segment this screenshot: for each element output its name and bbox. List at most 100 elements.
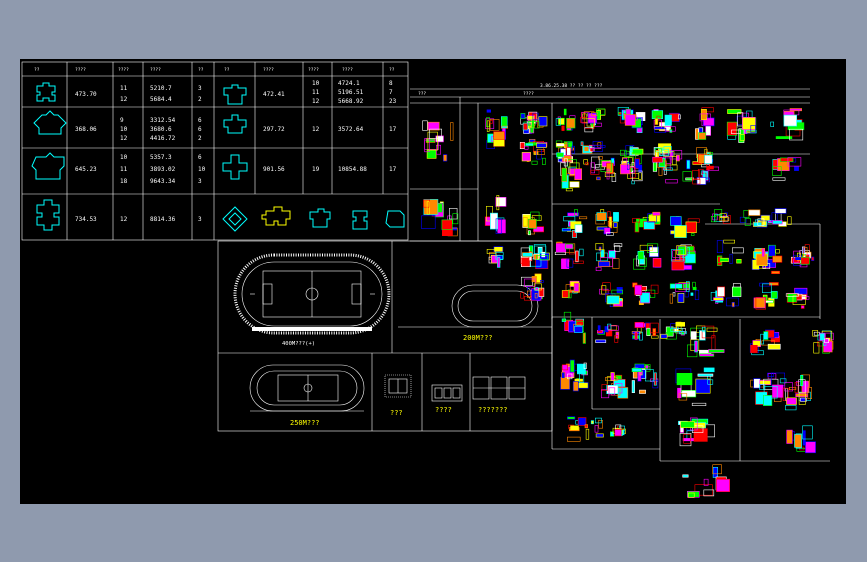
building-plan-icon — [352, 210, 368, 230]
plan-thumbnail-mark — [774, 208, 787, 214]
plan-thumbnail-mark — [787, 157, 802, 167]
plan-thumbnail-mark — [731, 247, 744, 254]
index-tag: ???? — [523, 91, 534, 97]
plan-thumbnail-mark — [583, 362, 587, 369]
plan-thumbnail-mark — [647, 213, 657, 223]
plan-thumbnail-mark — [580, 141, 584, 146]
plan-thumbnail-mark — [784, 382, 793, 392]
row1-floors-right: 11 — [312, 89, 320, 96]
cad-canvas[interactable]: ?? ???? ???? ???? ?? ?? ???? ???? ???? ?… — [20, 59, 846, 504]
col-header-8: ???? — [308, 67, 319, 73]
plan-thumbnail-mark — [608, 387, 616, 396]
plan-thumbnail-mark — [813, 331, 820, 336]
plan-thumbnail-mark — [561, 228, 571, 232]
plan-thumbnail-mark — [745, 130, 757, 134]
plan-thumbnail-mark — [561, 167, 568, 182]
plan-thumbnail-mark — [600, 160, 612, 173]
plan-thumbnail-mark — [614, 429, 622, 437]
court-tennis — [431, 384, 463, 402]
plan-thumbnail-mark — [652, 161, 658, 172]
col-header-1: ?? — [34, 67, 40, 73]
plan-thumbnail-mark — [624, 114, 636, 126]
plan-thumbnail-mark — [692, 287, 697, 291]
row1-total-left: 5684.4 — [150, 96, 172, 103]
col-header-10: ?? — [389, 67, 395, 73]
col-header-5: ?? — [198, 67, 204, 73]
track-250m-label: 250M??? — [290, 419, 320, 427]
plan-thumbnail-mark — [595, 339, 607, 343]
plan-thumbnail-mark — [566, 117, 576, 129]
plan-thumbnail-mark — [691, 402, 707, 406]
plan-thumbnail-mark — [690, 292, 694, 296]
plan-thumbnail-mark — [767, 343, 781, 350]
plan-thumbnail-mark — [794, 382, 799, 393]
plan-thumbnail-mark — [605, 329, 613, 337]
plan-thumbnail-mark — [748, 209, 761, 216]
plan-thumbnail-mark — [598, 419, 603, 429]
plan-thumbnail-mark — [755, 297, 767, 310]
plan-thumbnail-mark — [759, 282, 771, 287]
plan-thumbnail-mark — [527, 230, 531, 236]
plan-thumbnail-mark — [703, 478, 709, 486]
plan-thumbnail-mark — [567, 416, 576, 420]
row3-total-left: 3893.02 — [150, 166, 176, 173]
plan-thumbnail-mark — [526, 290, 531, 298]
row3-floors-left: 18 — [120, 178, 128, 185]
row3-floors-right: 19 — [312, 166, 320, 173]
plan-thumbnail-mark — [669, 283, 683, 289]
plan-thumbnail-mark — [644, 364, 649, 369]
plan-thumbnail-mark — [614, 335, 619, 343]
plan-thumbnail-mark — [496, 195, 500, 211]
plan-thumbnail-mark — [760, 333, 764, 345]
plan-thumbnail-mark — [534, 293, 538, 299]
plan-thumbnails[interactable] — [421, 106, 834, 498]
plan-thumbnail-mark — [495, 197, 507, 207]
plan-thumbnail-mark — [705, 125, 711, 136]
plan-thumbnail-mark — [786, 293, 798, 303]
plan-thumbnail-mark — [652, 328, 656, 336]
plan-thumbnail-mark — [561, 364, 569, 371]
court-c-label: ??????? — [478, 406, 508, 414]
row1-area-left: 473.70 — [75, 91, 97, 98]
plan-thumbnail-mark — [675, 283, 687, 292]
plan-thumbnail-mark — [672, 292, 676, 297]
plan-thumbnail-mark — [555, 118, 561, 126]
building-plan-icon — [223, 114, 247, 134]
row4-qty-left: 3 — [198, 216, 202, 223]
plan-thumbnail-mark — [563, 108, 567, 116]
plan-thumbnail-mark — [795, 257, 801, 260]
plan-thumbnail-mark — [780, 157, 794, 162]
plan-thumbnail-mark — [779, 378, 787, 384]
row1-floors-left: 11 — [120, 85, 128, 92]
plan-thumbnail-mark — [807, 387, 812, 399]
plan-thumbnail-mark — [602, 282, 611, 291]
plan-thumbnail-mark — [716, 478, 731, 493]
cad-drawing[interactable]: ?? ???? ???? ???? ?? ?? ???? ???? ???? ?… — [20, 59, 846, 504]
plan-thumbnail-mark — [529, 127, 535, 134]
track-400m — [233, 253, 391, 335]
row1-floors-right: 12 — [312, 98, 320, 105]
plan-thumbnail-mark — [638, 331, 643, 341]
plan-thumbnail-mark — [441, 228, 453, 237]
building-plan-icon — [222, 206, 248, 232]
plan-thumbnail-mark — [785, 405, 797, 411]
row3-total-left: 9643.34 — [150, 178, 176, 185]
plan-thumbnail-mark — [572, 230, 578, 239]
plan-thumbnail-mark — [771, 270, 780, 274]
plan-thumbnail-mark — [787, 216, 792, 225]
plan-thumbnail-mark — [532, 112, 539, 121]
row2-total-left: 4416.72 — [150, 135, 176, 142]
plan-thumbnail-mark — [683, 434, 691, 444]
plan-thumbnail-mark — [812, 329, 818, 337]
plan-thumbnail-mark — [692, 170, 700, 180]
col-header-2: ???? — [75, 67, 86, 73]
plan-thumbnail-mark — [794, 434, 802, 448]
plan-thumbnail-mark — [665, 164, 678, 171]
plan-thumbnail-mark — [595, 266, 602, 271]
plan-thumbnail-mark — [493, 131, 505, 140]
plan-thumbnail-mark — [441, 219, 453, 230]
plan-thumbnail-mark — [716, 240, 724, 253]
row3-floors-left: 11 — [120, 166, 128, 173]
plan-thumbnail-mark — [650, 322, 659, 334]
plan-thumbnail-mark — [744, 218, 751, 226]
